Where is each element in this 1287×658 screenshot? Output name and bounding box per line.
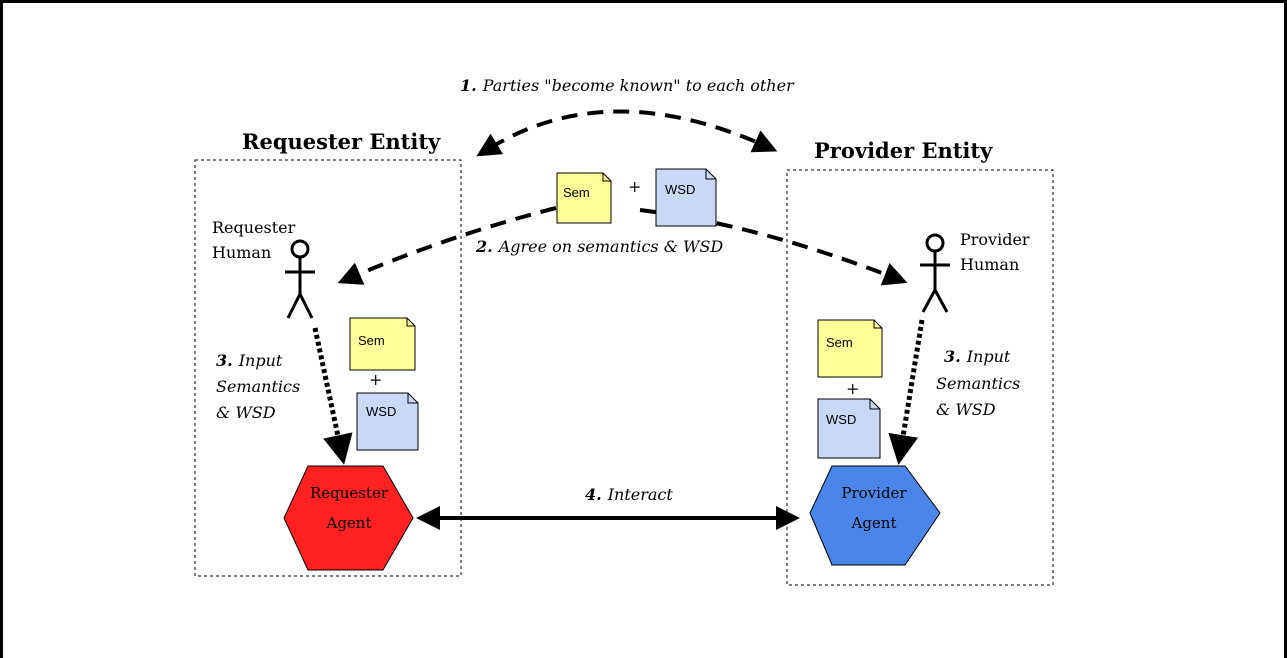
wsd-label-left: WSD — [366, 404, 396, 419]
requester-entity-box — [194, 159, 462, 577]
step4-text: Interact — [607, 485, 674, 504]
step1-text: Parties "become known" to each other — [482, 76, 795, 95]
provider-human-label-line2: Human — [960, 255, 1019, 274]
step4-number: 4. — [585, 485, 602, 504]
wsd-document-top: WSD — [655, 168, 717, 227]
step1-arrow — [476, 109, 778, 157]
wsd-label-right: WSD — [826, 412, 856, 427]
provider-agent-label-line1: Provider — [841, 484, 907, 502]
step3-left-line2: Semantics — [216, 377, 300, 396]
provider-human-icon — [920, 233, 950, 313]
requester-agent-label-line2: Agent — [326, 514, 372, 532]
step3-left-number: 3. — [216, 351, 233, 370]
step4-label: 4. Interact — [585, 485, 673, 504]
plus-top: + — [628, 177, 641, 196]
step3-right-number: 3. — [944, 347, 961, 366]
plus-left: + — [369, 370, 382, 389]
step3-right-arrow — [888, 319, 925, 465]
step3-right-label: 3. Input — [944, 347, 1011, 366]
provider-agent-hexagon: Provider Agent — [809, 465, 941, 566]
wsd-document-right: WSD — [817, 398, 881, 459]
step3-left-line3: & WSD — [216, 403, 276, 422]
sem-document-top: Sem — [556, 172, 612, 224]
sem-label-left: Sem — [358, 333, 385, 348]
step2-arrow-left — [337, 206, 557, 285]
sem-label-top: Sem — [563, 185, 590, 200]
sem-document-left: Sem — [349, 317, 416, 371]
provider-agent-label-line2: Agent — [851, 514, 897, 532]
requester-human-icon — [285, 239, 315, 319]
step3-right-line1: Input — [966, 347, 1011, 366]
wsd-document-left: WSD — [356, 392, 419, 451]
step1-number: 1. — [460, 76, 477, 95]
step3-right-line3: & WSD — [936, 400, 996, 419]
step3-left-arrow — [312, 327, 353, 465]
step2-label: 2.Agree on semantics & WSD — [475, 237, 723, 256]
requester-human-label-line2: Human — [212, 243, 271, 262]
sem-label-right: Sem — [826, 335, 853, 350]
requester-agent-label-line1: Requester — [310, 484, 389, 502]
requester-human-label-line1: Requester — [212, 218, 296, 237]
wsd-label-top: WSD — [665, 182, 695, 197]
step1-label: 1. Parties "become known" to each other — [460, 76, 795, 95]
provider-human-label-line1: Provider — [960, 230, 1030, 249]
step3-left-label: 3. Input — [216, 351, 283, 370]
step2-number: 2. — [475, 237, 493, 256]
step2-text: Agree on semantics & WSD — [497, 237, 724, 256]
plus-right: + — [846, 379, 859, 398]
requester-agent-hexagon: Requester Agent — [283, 465, 414, 571]
step3-left-line1: Input — [238, 351, 283, 370]
step3-right-line2: Semantics — [936, 374, 1020, 393]
sem-document-right: Sem — [817, 319, 883, 378]
provider-entity-box — [786, 169, 1054, 586]
provider-entity-title: Provider Entity — [814, 138, 993, 163]
requester-entity-title: Requester Entity — [242, 129, 441, 154]
